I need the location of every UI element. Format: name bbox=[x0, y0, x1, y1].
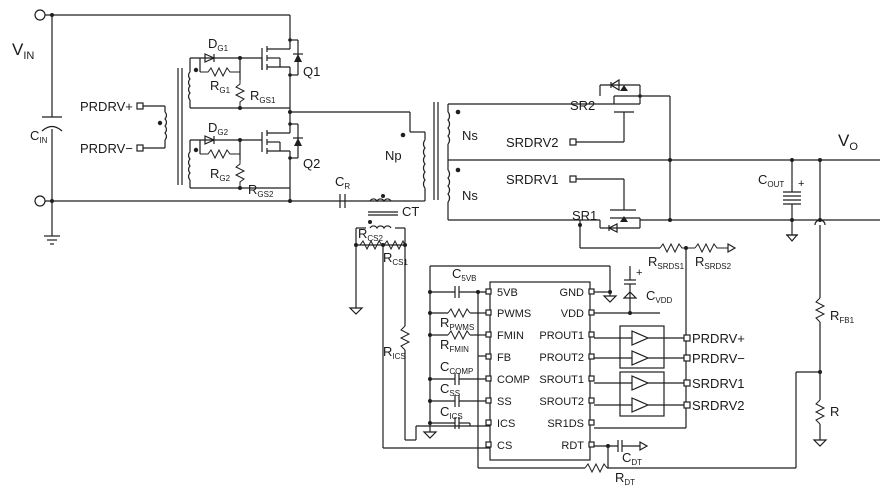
ic-bottom-right-network bbox=[478, 427, 796, 474]
q2-label: Q2 bbox=[303, 156, 320, 171]
srdrv2-label: SRDRV2 bbox=[506, 135, 559, 150]
rg1-label: RG1 bbox=[210, 78, 231, 95]
pin-fmin: FMIN bbox=[497, 330, 524, 342]
rgs2-label: RGS2 bbox=[248, 182, 274, 199]
svg-text:+: + bbox=[798, 178, 804, 190]
ic-left-pins bbox=[485, 288, 492, 448]
controller-ic bbox=[489, 281, 591, 461]
ns-bottom-label: Ns bbox=[462, 188, 478, 203]
rsrds1-label: RSRDS1 bbox=[648, 254, 685, 271]
rsrds2-label: RSRDS2 bbox=[695, 254, 732, 271]
pin-gnd: GND bbox=[560, 287, 585, 299]
sr1-mosfet-icon bbox=[578, 179, 670, 249]
pin-vdd: VDD bbox=[561, 308, 584, 320]
pin-5vb: 5VB bbox=[497, 287, 518, 299]
rg2-label: RG2 bbox=[210, 166, 231, 183]
sr1-label: SR1 bbox=[572, 208, 597, 223]
css-label: CSS bbox=[440, 381, 460, 398]
prdrv-plus-input-label: PRDRV+ bbox=[80, 99, 133, 114]
ccomp-label: CCOMP bbox=[440, 359, 473, 376]
pin-prout1: PROUT1 bbox=[539, 330, 584, 342]
dg2-label: DG2 bbox=[208, 120, 229, 137]
gate-driver-buffers bbox=[594, 325, 691, 417]
rdt-label: RDT bbox=[615, 470, 635, 487]
np-label: Np bbox=[385, 148, 402, 163]
vin-terminal bbox=[34, 9, 46, 21]
srdrv2-output-label: SRDRV2 bbox=[692, 398, 745, 413]
rfmin-label: RFMIN bbox=[440, 337, 469, 354]
srdrv1-input-pin bbox=[569, 175, 577, 183]
ic-right-pins bbox=[588, 288, 595, 448]
cin-label: CIN bbox=[30, 128, 48, 145]
r-label: R bbox=[830, 404, 839, 419]
pin-srout2: SROUT2 bbox=[539, 396, 584, 408]
q2-mosfet-icon bbox=[261, 122, 303, 203]
rpwms-label: RPWMS bbox=[440, 315, 474, 332]
rgs1-label: RGS1 bbox=[250, 88, 276, 105]
cdt-label: CDT bbox=[622, 450, 642, 467]
svg-text:+: + bbox=[636, 267, 642, 279]
prdrv-minus-input-label: PRDRV− bbox=[80, 141, 133, 156]
srdrv1-label: SRDRV1 bbox=[506, 172, 559, 187]
vin-label: VIN bbox=[12, 40, 34, 62]
pin-fb: FB bbox=[497, 352, 511, 364]
pin-ss: SS bbox=[497, 396, 512, 408]
sr2-mosfet-icon bbox=[599, 78, 671, 220]
input-rails bbox=[34, 9, 410, 245]
cics-label: CICS bbox=[440, 404, 463, 421]
main-transformer bbox=[400, 102, 880, 221]
q1-mosfet-icon bbox=[261, 15, 303, 130]
pin-comp: COMP bbox=[497, 374, 530, 386]
pin-prout2: PROUT2 bbox=[539, 352, 584, 364]
srdrv2-input-pin bbox=[569, 138, 577, 146]
c5vb-label: C5VB bbox=[452, 266, 477, 283]
ct-label: CT bbox=[402, 204, 419, 219]
ic-supply-network: + bbox=[594, 266, 660, 315]
pin-rdt: RDT bbox=[561, 440, 584, 452]
q2-gate-network bbox=[189, 135, 290, 190]
dg1-label: DG1 bbox=[208, 36, 229, 53]
prdrv-plus-output-label: PRDRV+ bbox=[692, 331, 745, 346]
gate-drive-transformer bbox=[136, 67, 199, 185]
resonant-capacitor-icon bbox=[339, 194, 346, 208]
cout-label: COUT bbox=[758, 172, 784, 189]
pin-cs: CS bbox=[497, 440, 512, 452]
gnd-terminal bbox=[34, 195, 46, 207]
cvdd-label: CVDD bbox=[646, 288, 673, 305]
rfb1-label: RFB1 bbox=[830, 308, 855, 325]
pin-sr1ds: SR1DS bbox=[547, 418, 584, 430]
q1-gate-network bbox=[189, 53, 290, 110]
current-sense-network bbox=[348, 239, 490, 449]
pin-srout1: SROUT1 bbox=[539, 374, 584, 386]
q1-label: Q1 bbox=[303, 64, 320, 79]
pin-pwms: PWMS bbox=[497, 308, 531, 320]
vo-label: VO bbox=[838, 131, 858, 153]
cr-label: CR bbox=[335, 174, 350, 191]
rics-label: RICS bbox=[383, 344, 406, 361]
pin-ics: ICS bbox=[497, 418, 515, 430]
rcs2-label: RCS2 bbox=[358, 226, 384, 243]
sr2-label: SR2 bbox=[570, 98, 595, 113]
rcs1-label: RCS1 bbox=[383, 250, 409, 267]
srdrv1-output-label: SRDRV1 bbox=[692, 376, 745, 391]
prdrv-minus-output-label: PRDRV− bbox=[692, 351, 745, 366]
ns-top-label: Ns bbox=[462, 128, 478, 143]
current-transformer-ct bbox=[355, 194, 406, 245]
output-stage: + bbox=[668, 158, 880, 468]
ic-left-passives bbox=[422, 265, 610, 468]
